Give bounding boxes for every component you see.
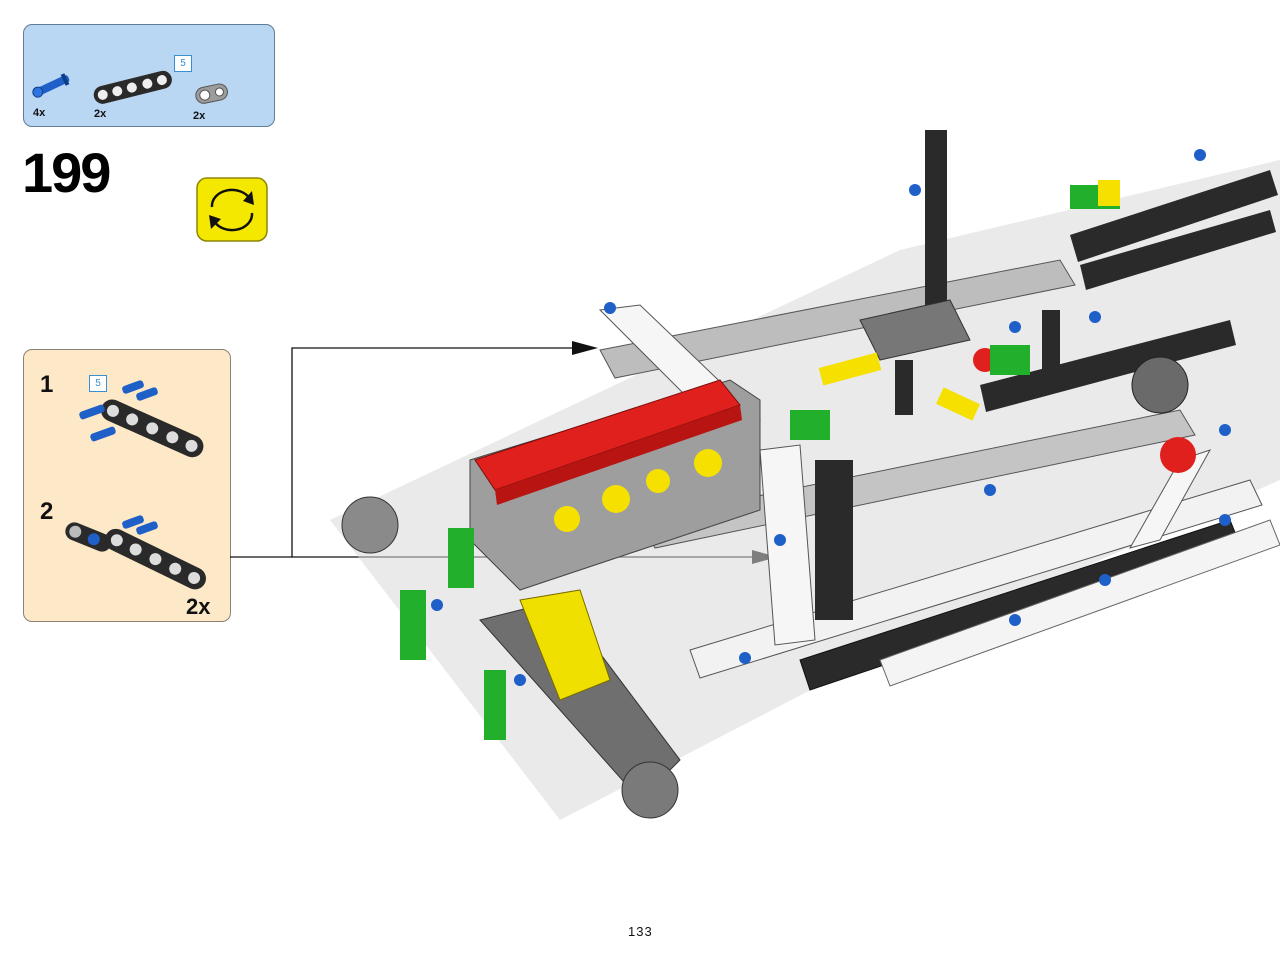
sub-assembly-illustrations	[65, 380, 206, 590]
sub-step-1-beam	[101, 399, 204, 458]
part-qty: 2x	[193, 110, 206, 122]
callout-arrowhead	[572, 341, 598, 355]
sub-step-number: 1	[40, 371, 54, 398]
part-qty: 4x	[33, 107, 46, 119]
page-number: 133	[628, 924, 653, 939]
parts-list-box: 4x 2x 5 2x	[23, 24, 275, 127]
blue-axle-pin-icon	[32, 73, 70, 98]
length-badge: 5	[174, 55, 192, 72]
length-badge: 5	[89, 375, 107, 392]
sub-assembly-box: 1 5 2 2x	[23, 349, 231, 622]
sub-step-2-beam	[104, 528, 206, 590]
gray-connector-icon	[65, 522, 112, 552]
parts-illustrations	[32, 70, 228, 104]
step-number: 199	[22, 141, 111, 204]
blue-pin-icon	[79, 380, 158, 442]
sub-assembly-multiplier: 2x	[186, 594, 211, 619]
part-qty: 2x	[94, 108, 107, 120]
rotate-model-icon	[196, 177, 268, 242]
engine-block	[469, 379, 761, 591]
sub-step-number: 2	[40, 498, 54, 525]
gray-connector-icon	[195, 83, 228, 104]
gearbox	[790, 180, 1196, 473]
blue-pins	[431, 149, 1231, 686]
front-suspension	[341, 496, 681, 819]
black-beam-5-icon	[93, 70, 172, 104]
